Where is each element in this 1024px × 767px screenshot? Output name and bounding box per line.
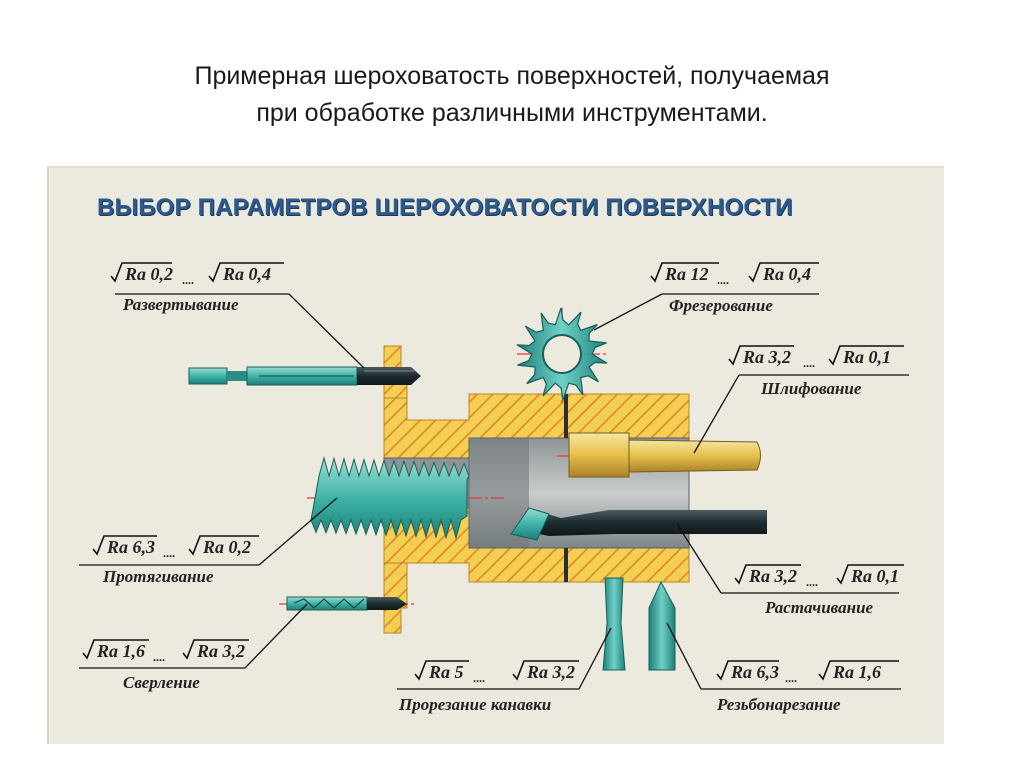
- threading-tool: [648, 580, 676, 671]
- slide-title: Примерная шероховатость поверхностей, по…: [0, 58, 1024, 132]
- reaming-ra-to: Ra 0,4: [223, 264, 272, 284]
- broaching-ra-from: Ra 6,3: [107, 537, 156, 557]
- boring-ra-to: Ra 0,1: [851, 566, 900, 586]
- grinding-tool: [568, 432, 761, 478]
- grinding-ra-to: Ra 0,1: [843, 347, 892, 367]
- grooving-label: Прорезание канавки: [399, 695, 552, 714]
- drilling-ra-to: Ra 3,2: [197, 641, 246, 661]
- slide-title-line1: Примерная шероховатость поверхностей, по…: [194, 62, 830, 90]
- reaming-label: Развертывание: [123, 295, 239, 314]
- broaching-label: Протягивание: [103, 567, 214, 586]
- broaching-ra-to: Ra 0,2: [203, 537, 252, 557]
- milling-separator: ....: [717, 273, 729, 287]
- boring-ra-from: Ra 3,2: [749, 566, 798, 586]
- boring-separator: ....: [806, 575, 818, 589]
- leader-lines: [79, 293, 909, 690]
- threading-ra-to: Ra 1,6: [833, 662, 882, 682]
- drilling-label: Сверление: [123, 673, 200, 692]
- milling-cutter: [516, 307, 608, 401]
- diagram-panel: ВЫБОР ПАРАМЕТРОВ ШЕРОХОВАТОСТИ ПОВЕРХНОС…: [47, 166, 944, 744]
- roughness-symbols: [82, 262, 904, 681]
- grinding-label: Шлифование: [761, 379, 862, 398]
- milling-ra-from: Ra 12: [665, 264, 709, 284]
- drill-tool: [286, 596, 407, 611]
- slide-title-line2: при обработке различными инструментами.: [256, 99, 768, 127]
- grooving-tool: [602, 577, 626, 671]
- boring-tool: [510, 507, 767, 541]
- milling-ra-to: Ra 0,4: [763, 264, 812, 284]
- grooving-ra-from: Ra 5: [429, 662, 464, 682]
- drilling-ra-from: Ra 1,6: [97, 641, 146, 661]
- threading-separator: ....: [785, 671, 797, 685]
- grinding-separator: ....: [803, 356, 815, 370]
- broach-tool: [310, 456, 470, 540]
- boring-label: Растачивание: [765, 598, 874, 617]
- grooving-separator: ....: [473, 671, 485, 685]
- threading-ra-from: Ra 6,3: [731, 662, 780, 682]
- machining-diagram: [79, 262, 909, 690]
- grooving-ra-to: Ra 3,2: [527, 662, 576, 682]
- milling-label: Фрезерование: [669, 296, 773, 315]
- reaming-separator: ....: [182, 273, 194, 287]
- reamer-tool: [188, 366, 421, 386]
- reaming-ra-from: Ra 0,2: [125, 264, 174, 284]
- broaching-separator: ....: [163, 546, 175, 560]
- drilling-separator: ....: [153, 650, 165, 664]
- grinding-ra-from: Ra 3,2: [743, 347, 792, 367]
- panel-title: ВЫБОР ПАРАМЕТРОВ ШЕРОХОВАТОСТИ ПОВЕРХНОС…: [97, 194, 793, 221]
- threading-label: Резьбонарезание: [717, 695, 841, 714]
